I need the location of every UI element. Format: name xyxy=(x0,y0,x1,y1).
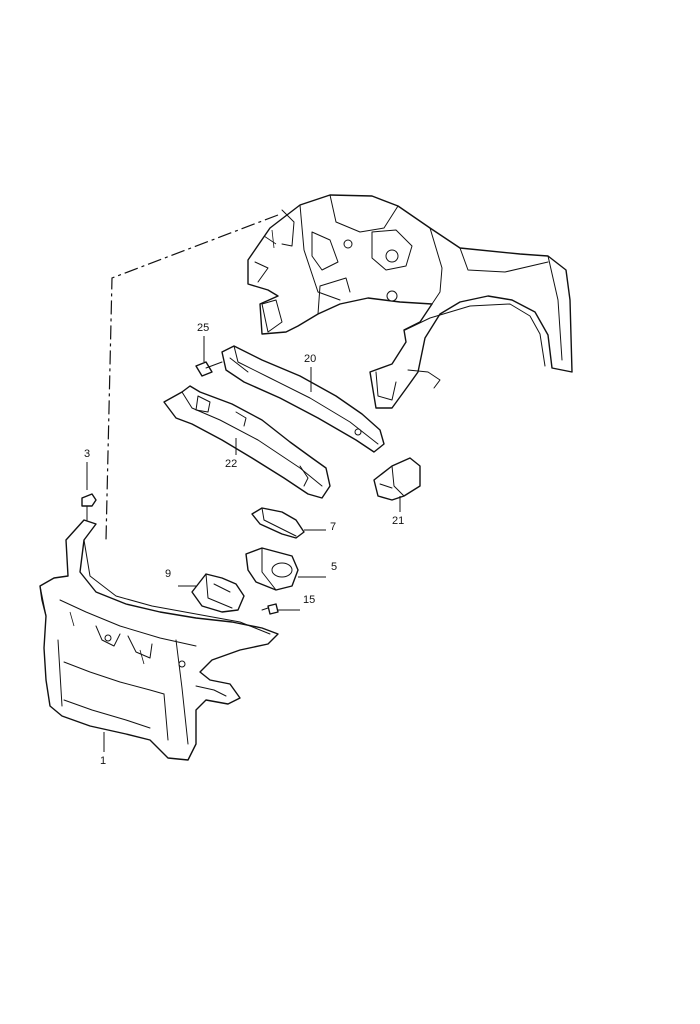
part-22-lower-cross-member xyxy=(163,385,331,499)
callout-25: 25 xyxy=(197,322,209,334)
callout-labels: 25 20 22 21 7 5 9 15 3 1 xyxy=(84,322,404,767)
callout-20: 20 xyxy=(304,353,316,365)
part-20-upper-cross-member xyxy=(221,345,385,453)
part-7-cover xyxy=(251,507,305,539)
part-15-fastener xyxy=(261,603,279,615)
part-21-bracket xyxy=(373,457,421,501)
callout-9: 9 xyxy=(165,568,171,580)
leader-lines xyxy=(86,336,401,752)
assembly-guide-line xyxy=(105,214,279,541)
callout-21: 21 xyxy=(392,515,404,527)
part-3-bolt xyxy=(81,493,97,521)
part-25-bolt xyxy=(195,361,223,377)
part-5-housing xyxy=(245,547,299,591)
callout-5: 5 xyxy=(331,561,337,573)
callout-15: 15 xyxy=(303,594,315,606)
callout-7: 7 xyxy=(330,521,336,533)
part-1-front-end-carrier xyxy=(39,519,279,761)
callout-3: 3 xyxy=(84,448,90,460)
callout-1: 1 xyxy=(100,755,106,767)
callout-22: 22 xyxy=(225,458,237,470)
vehicle-body-front-structure xyxy=(247,194,573,409)
part-9-duct xyxy=(191,573,245,613)
